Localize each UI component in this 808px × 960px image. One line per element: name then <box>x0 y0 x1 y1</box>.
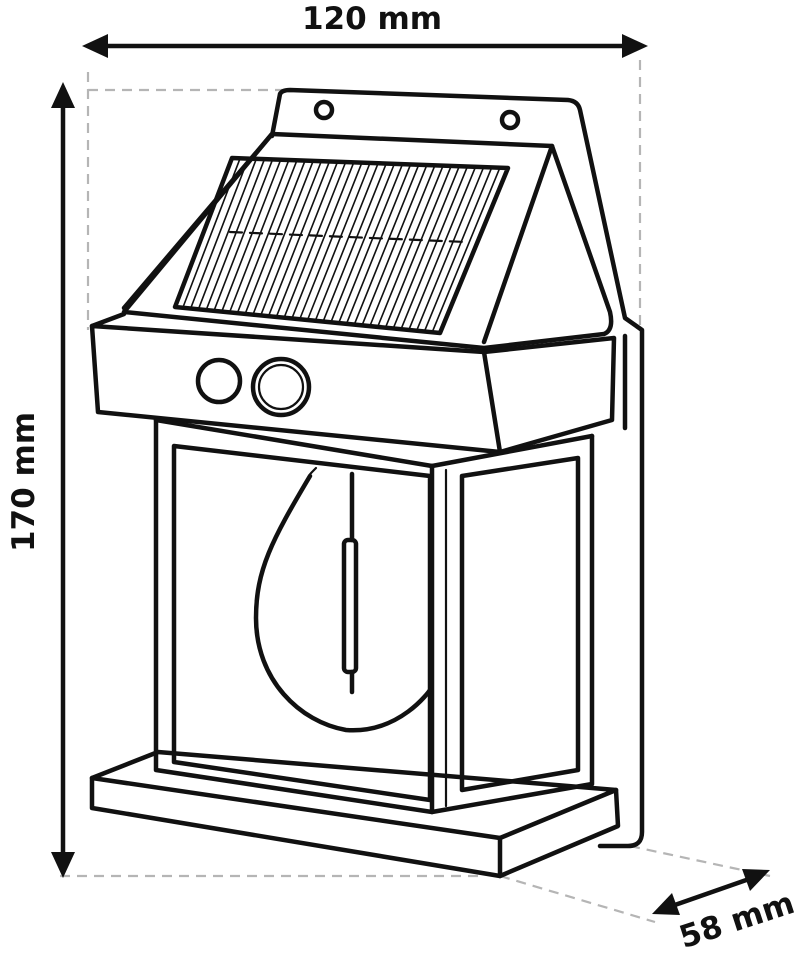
motion-sensor <box>195 357 243 405</box>
solar-cell-line <box>267 161 331 317</box>
solar-cell-line <box>330 163 396 323</box>
solar-cell-line <box>408 166 477 331</box>
solar-cell-line <box>369 165 436 327</box>
solar-cell-line <box>197 158 258 310</box>
bulb-icon <box>253 466 433 733</box>
solar-cell-line <box>205 158 266 311</box>
solar-cell-line <box>361 164 428 326</box>
solar-cell-line <box>431 167 501 333</box>
width-dimension-arrow <box>82 34 648 58</box>
mounting-hole-left <box>313 99 335 121</box>
roof-housing <box>121 131 614 351</box>
height-label: 170 mm <box>6 412 42 552</box>
filament <box>341 537 359 675</box>
solar-cell-line <box>353 164 420 325</box>
lantern-body <box>153 417 595 815</box>
body-band <box>89 311 617 455</box>
solar-cell-line <box>376 165 444 328</box>
light-sensor <box>250 356 312 418</box>
solar-cell-line <box>189 158 249 309</box>
solar-cell-line <box>182 158 241 309</box>
solar-cell-line <box>252 160 314 315</box>
solar-panel-grid <box>182 158 501 333</box>
depth-label: 58 mm <box>675 885 799 956</box>
solar-cell-line <box>384 165 452 328</box>
solar-cell-line <box>392 165 461 329</box>
depth-dimension-arrow <box>652 869 770 915</box>
solar-cell-line <box>221 159 282 312</box>
back-plate <box>269 87 645 849</box>
solar-cell-line <box>291 162 355 319</box>
solar-cell-line <box>322 163 387 322</box>
solar-cell-line <box>314 162 379 322</box>
lantern-base <box>89 749 621 879</box>
solar-cell-line <box>228 159 290 313</box>
solar-panel <box>172 155 511 336</box>
solar-cell-line <box>298 162 363 320</box>
side-glass-window <box>444 455 581 808</box>
solar-cell-line <box>306 162 371 321</box>
mounting-hole-right <box>499 109 521 131</box>
solar-cell-line <box>259 160 323 316</box>
width-label: 120 mm <box>302 1 442 37</box>
solar-cell-line <box>275 161 339 318</box>
solar-cell-line <box>213 159 274 312</box>
solar-cell-line <box>283 161 347 319</box>
solar-cell-line <box>415 166 485 332</box>
guide-lines <box>60 60 771 924</box>
solar-cell-line <box>345 164 412 325</box>
solar-cell-line <box>400 166 469 330</box>
height-dimension-arrow <box>51 82 75 878</box>
front-glass-window <box>171 443 433 803</box>
solar-cell-line <box>337 163 404 324</box>
solar-cell-line <box>244 160 306 315</box>
solar-cell-line <box>236 160 298 314</box>
solar-cell-line <box>423 167 493 332</box>
